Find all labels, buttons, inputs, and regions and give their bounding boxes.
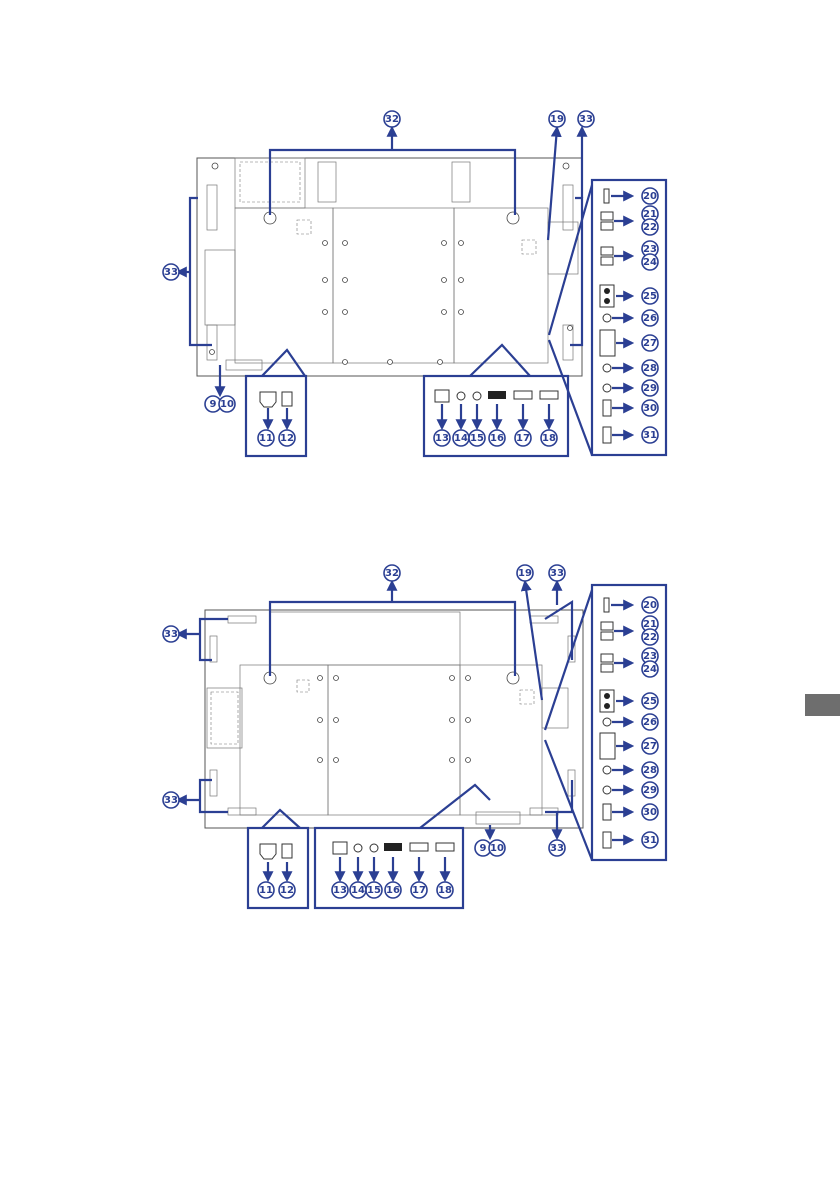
- callout-number-33: 33: [550, 843, 564, 854]
- callout-number-14: 14: [351, 885, 365, 896]
- usb-c-icon: [604, 189, 609, 203]
- callout-number-17: 17: [516, 433, 530, 444]
- audio-jack-icon: [473, 392, 481, 400]
- panel-outline: [205, 610, 583, 828]
- callout-number-31: 31: [643, 430, 657, 441]
- callout-number-30: 30: [643, 403, 657, 414]
- callout-number-25: 25: [643, 291, 657, 302]
- callout-number-11: 11: [259, 433, 273, 444]
- audio-jack-icon: [603, 718, 611, 726]
- usb-port-icon: [601, 632, 613, 640]
- lan-port-icon: [333, 842, 347, 854]
- callout-number-11: 11: [259, 885, 273, 896]
- hdmi-port-icon: [540, 391, 558, 399]
- ac-inlet: [260, 392, 276, 407]
- callout-number-32: 32: [385, 568, 399, 579]
- callout-number-15: 15: [367, 885, 381, 896]
- audio-jack-icon: [457, 392, 465, 400]
- callout-number-15: 15: [470, 433, 484, 444]
- callout-number-19: 19: [550, 114, 564, 125]
- callout-number-26: 26: [643, 313, 657, 324]
- callout-number-24: 24: [643, 664, 657, 675]
- callout-number-27: 27: [643, 338, 657, 349]
- displayport-icon: [488, 391, 506, 399]
- callout-number-18: 18: [438, 885, 452, 896]
- callout-number-18: 18: [542, 433, 556, 444]
- callout-number-10: 10: [490, 843, 504, 854]
- usb-port-icon: [601, 257, 613, 265]
- hdmi-port-icon: [603, 427, 611, 443]
- callout-number-33: 33: [164, 267, 178, 278]
- diagram-top: 9101112131415161718192021222324252627282…: [163, 111, 666, 456]
- callout-number-13: 13: [333, 885, 347, 896]
- callout-number-27: 27: [643, 741, 657, 752]
- callout-number-33: 33: [164, 629, 178, 640]
- callout-number-22: 22: [643, 632, 657, 643]
- callout-number-33: 33: [164, 795, 178, 806]
- callout-number-16: 16: [386, 885, 400, 896]
- hdmi-port-icon: [436, 843, 454, 851]
- section-tab: [805, 694, 840, 716]
- vga-port-icon: [600, 330, 615, 356]
- callout-number-10: 10: [220, 399, 234, 410]
- audio-jack-icon: [603, 364, 611, 372]
- audio-jack-icon: [603, 384, 611, 392]
- usb-port-icon: [601, 664, 613, 672]
- callout-number-17: 17: [412, 885, 426, 896]
- audio-jack-icon: [603, 314, 611, 322]
- hdmi-port-icon: [410, 843, 428, 851]
- usb-c-icon: [604, 598, 609, 612]
- usb-port-icon: [601, 222, 613, 230]
- callout-number-30: 30: [643, 807, 657, 818]
- callout-number-25: 25: [643, 696, 657, 707]
- displayport-icon: [384, 843, 402, 851]
- usb-port-icon: [601, 247, 613, 255]
- callout-number-12: 12: [280, 885, 294, 896]
- audio-jack-icon: [370, 844, 378, 852]
- usb-port-icon: [601, 654, 613, 662]
- callout-number-28: 28: [643, 765, 657, 776]
- hdmi-port-icon: [603, 400, 611, 416]
- callout-number-13: 13: [435, 433, 449, 444]
- power-switch: [282, 844, 292, 858]
- callout-number-29: 29: [643, 785, 657, 796]
- callout-number-29: 29: [643, 383, 657, 394]
- callout-number-31: 31: [643, 835, 657, 846]
- callout-number-26: 26: [643, 717, 657, 728]
- callout-number-22: 22: [643, 222, 657, 233]
- audio-jack-icon: [603, 766, 611, 774]
- callout-number-16: 16: [490, 433, 504, 444]
- usb-port-icon: [601, 622, 613, 630]
- power-detail-box: [248, 828, 308, 908]
- callout-number-19: 19: [518, 568, 532, 579]
- callout-number-24: 24: [643, 257, 657, 268]
- vga-port-icon: [600, 733, 615, 759]
- hdmi-port-icon: [603, 832, 611, 848]
- hdmi-port-icon: [514, 391, 532, 399]
- callout-number-28: 28: [643, 363, 657, 374]
- callout-number-33: 33: [579, 114, 593, 125]
- callout-number-12: 12: [280, 433, 294, 444]
- lan-port-icon: [435, 390, 449, 402]
- power-switch: [282, 392, 292, 406]
- usb-port-icon: [601, 212, 613, 220]
- power-detail-box: [246, 376, 306, 456]
- panel-outline: [197, 158, 582, 376]
- callout-number-33: 33: [550, 568, 564, 579]
- hdmi-port-icon: [603, 804, 611, 820]
- ac-inlet: [260, 844, 276, 859]
- audio-jack-icon: [603, 786, 611, 794]
- callout-number-20: 20: [643, 600, 657, 611]
- callout-number-32: 32: [385, 114, 399, 125]
- callout-number-9: 9: [480, 843, 487, 854]
- callout-number-14: 14: [454, 433, 468, 444]
- audio-jack-icon: [354, 844, 362, 852]
- callout-number-20: 20: [643, 191, 657, 202]
- callout-number-9: 9: [210, 399, 217, 410]
